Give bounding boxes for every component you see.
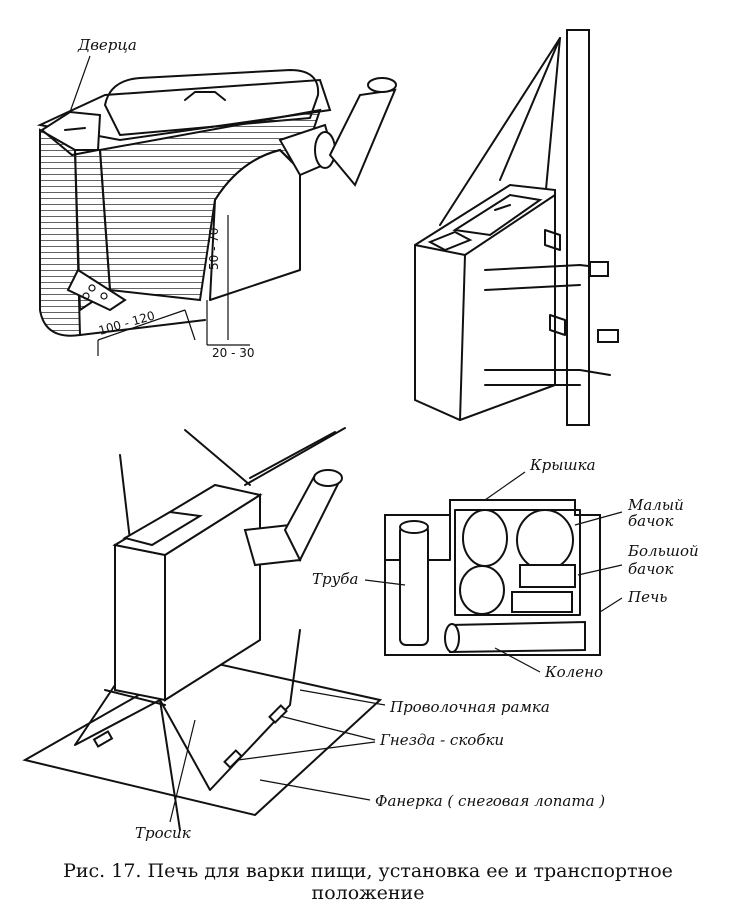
dim-height: 50 - 70: [207, 228, 221, 271]
leader-elbow: [494, 647, 541, 673]
caption-line-2: положение: [311, 882, 425, 904]
label-plywood: Фанерка ( снеговая лопата ): [375, 792, 605, 810]
label-small-tank-2: бачок: [628, 512, 673, 530]
leader-plywood: [259, 779, 371, 801]
caption-line-1: Рис. 17. Печь для варки пищи, установка …: [63, 860, 673, 882]
leader-pipe: [364, 579, 406, 586]
leader-stove: [599, 597, 623, 613]
dim-gap: 20 - 30: [212, 346, 255, 360]
leader-big-tank: [577, 564, 623, 576]
label-big-tank-1: Большой: [627, 542, 699, 560]
leader-brackets-a: [279, 715, 376, 741]
label-cable: Тросик: [135, 824, 191, 842]
label-brackets: Гнезда - скобки: [379, 731, 504, 749]
figure-caption: Рис. 17. Печь для варки пищи, установка …: [0, 860, 736, 904]
leader-wire-frame: [299, 689, 386, 706]
leader-lid: [484, 471, 526, 501]
label-elbow: Колено: [544, 663, 603, 681]
transport-position-drawing: [384, 499, 601, 656]
leader-door: [69, 55, 91, 113]
label-stove: Печь: [627, 588, 667, 606]
stove-perspective-drawing: [36, 69, 397, 356]
label-big-tank-2: бачок: [628, 560, 673, 578]
label-lid: Крышка: [529, 456, 596, 474]
label-pipe: Труба: [312, 570, 358, 588]
leader-cable: [169, 719, 196, 823]
label-wire-frame: Проволочная рамка: [389, 698, 550, 716]
label-small-tank-1: Малый: [627, 496, 684, 514]
dim-width: 100 - 120: [97, 308, 156, 337]
pole-mount-drawing: [414, 29, 619, 426]
wire-frame-setup-drawing: [22, 427, 383, 831]
leader-small-tank: [574, 511, 623, 526]
label-door: Дверца: [77, 36, 137, 54]
leader-brackets-b: [237, 741, 376, 761]
